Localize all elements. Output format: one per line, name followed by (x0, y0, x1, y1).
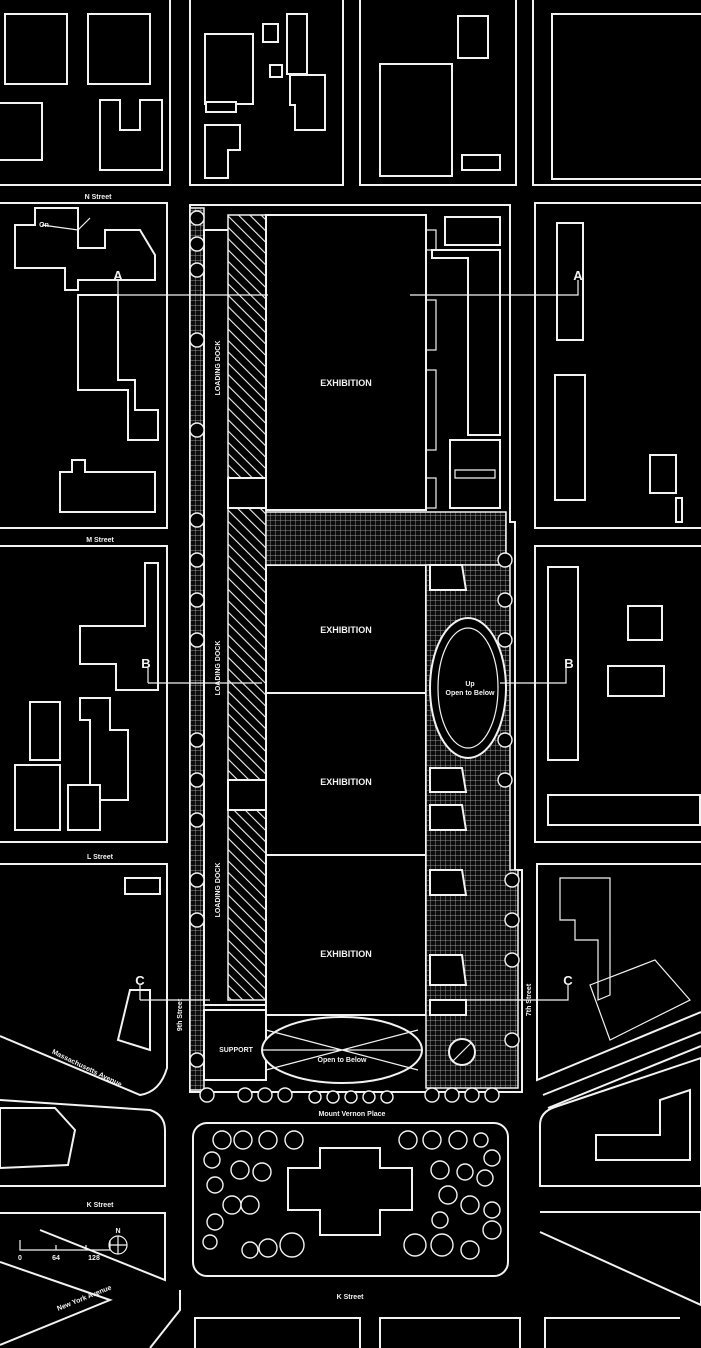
scale-tick-64: 64 (52, 1255, 60, 1262)
mount-vernon-square (192, 1122, 509, 1277)
label-on: On (39, 222, 49, 229)
label-open-to-below-2: Open to Below (446, 690, 496, 697)
label-open-to-below-1: Open to Below (318, 1057, 368, 1064)
space-labels: EXHIBITION EXHIBITION EXHIBITION EXHIBIT… (39, 222, 495, 1064)
section-c-right: C (563, 973, 573, 988)
label-9th-street: 9th Street (177, 998, 184, 1031)
label-k-street-left: K Street (87, 1202, 115, 1209)
convention-center (189, 204, 523, 1093)
label-exhibition-4: EXHIBITION (320, 949, 372, 959)
section-a-right: A (573, 268, 583, 283)
label-n-street: N Street (85, 194, 113, 201)
label-k-street-bottom: K Street (337, 1294, 365, 1301)
section-b-right: B (564, 656, 573, 671)
label-massachusetts-avenue: Massachusetts Avenue (51, 1049, 123, 1089)
label-7th-street: 7th Street (526, 983, 533, 1016)
label-up: Up (465, 681, 474, 688)
street-trees (189, 210, 520, 1104)
label-exhibition-3: EXHIBITION (320, 777, 372, 787)
scale-bar (19, 1240, 111, 1251)
label-support: SUPPORT (219, 1047, 254, 1054)
section-markers: A A B B C C (113, 268, 583, 988)
section-a-left: A (113, 268, 123, 283)
north-label: N (115, 1228, 120, 1235)
section-b-left: B (141, 656, 150, 671)
scale-labels: 0 64 128 N (18, 1228, 120, 1262)
label-exhibition-1: EXHIBITION (320, 378, 372, 388)
label-m-street: M Street (86, 537, 114, 544)
north-arrow-icon (108, 1235, 128, 1255)
existing-buildings (0, 13, 701, 1170)
section-c-left: C (135, 973, 145, 988)
scale-tick-128: 128 (88, 1255, 100, 1262)
label-l-street: L Street (87, 854, 114, 861)
label-loading-dock-3: LOADING DOCK (215, 863, 222, 918)
label-mount-vernon-place: Mount Vernon Place (319, 1111, 386, 1118)
label-loading-dock-2: LOADING DOCK (215, 641, 222, 696)
label-exhibition-2: EXHIBITION (320, 625, 372, 635)
scale-tick-0: 0 (18, 1255, 22, 1262)
section-lines (41, 217, 579, 1001)
label-loading-dock-1: LOADING DOCK (215, 341, 222, 396)
